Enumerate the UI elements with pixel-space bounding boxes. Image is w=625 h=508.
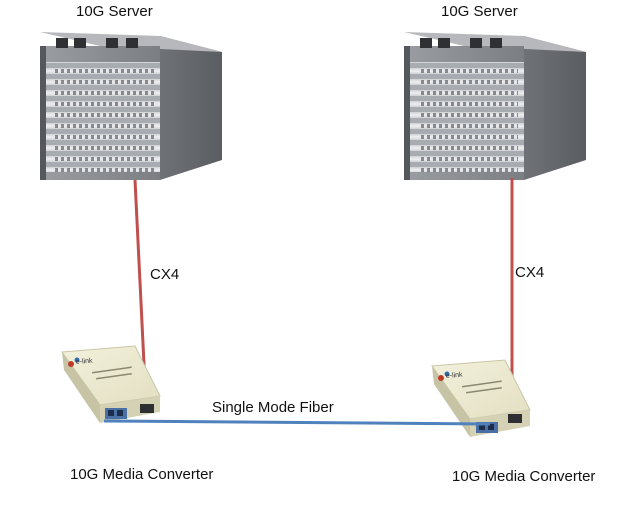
single-mode-fiber-cable: [103, 419, 491, 426]
cx4-left-label: CX4: [150, 266, 180, 283]
converter-right-brand: e-link: [446, 372, 464, 380]
converter-left-label: 10G Media Converter: [70, 466, 214, 483]
fiber-label: Single Mode Fiber: [212, 399, 334, 416]
media-converter-right: [431, 359, 531, 437]
server-left-label: 10G Server: [76, 3, 153, 20]
converter-left-brand: e-link: [76, 358, 94, 366]
media-converter-left: [61, 345, 161, 423]
server-right: [404, 32, 586, 180]
server-right-label: 10G Server: [441, 3, 518, 20]
server-left: [40, 32, 222, 180]
converter-right-label: 10G Media Converter: [452, 468, 596, 485]
cx4-right-label: CX4: [515, 264, 545, 281]
